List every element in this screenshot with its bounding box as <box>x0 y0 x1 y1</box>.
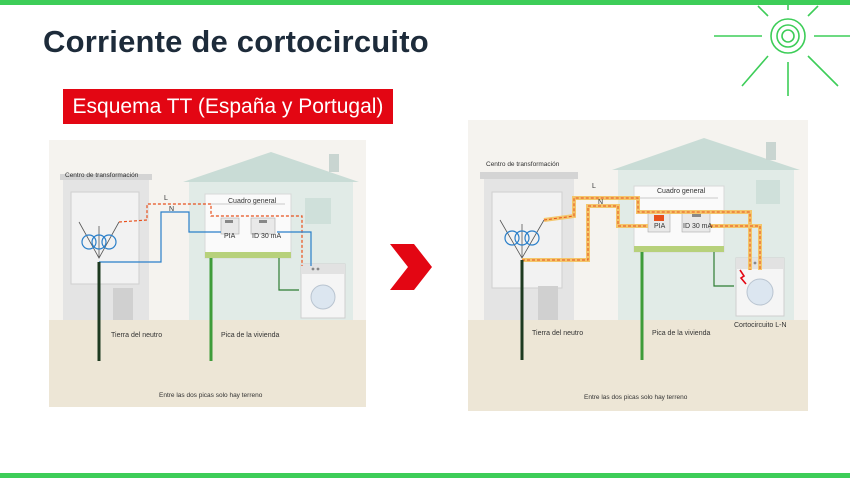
earth-house-label: Pica de la vivienda <box>221 332 280 339</box>
breaker-pia-label: PIA <box>654 223 666 230</box>
fault-label: Cortocircuito L-N <box>734 322 787 329</box>
earth-house-label: Pica de la vivienda <box>652 330 711 337</box>
chevron-right-icon <box>390 244 432 290</box>
line-l-label: L <box>592 183 596 190</box>
diagram-short-circuit: Centro de transformación Cuadro general … <box>468 120 808 411</box>
line-n-label: N <box>169 206 175 213</box>
breaker-id-label: ID 30 mA <box>252 233 282 240</box>
earth-neutral-label: Tierra del neutro <box>532 330 584 337</box>
bottom-accent-bar <box>0 473 850 478</box>
top-accent-bar <box>0 0 850 5</box>
slide-title: Corriente de cortocircuito <box>43 24 429 59</box>
diagram-short-circuit-drawing <box>468 138 808 411</box>
ground-note: Entre las dos picas solo hay terreno <box>584 394 688 401</box>
line-l-label: L <box>164 195 168 202</box>
breaker-id-label: ID 30 mA <box>683 223 713 230</box>
sun-rays-icon <box>714 0 850 96</box>
line-n-label: N <box>598 199 604 206</box>
transformer-label: Centro de transformación <box>486 161 560 168</box>
diagram-normal-drawing <box>49 152 366 407</box>
panel-label: Cuadro general <box>657 188 706 195</box>
ground-note: Entre las dos picas solo hay terreno <box>159 392 263 399</box>
diagram-normal: Centro de transformación Cuadro general … <box>49 140 366 407</box>
panel-label: Cuadro general <box>228 198 277 205</box>
scheme-badge: Esquema TT (España y Portugal) <box>63 89 393 124</box>
transformer-label: Centro de transformación <box>65 172 139 179</box>
breaker-pia-label: PIA <box>224 233 236 240</box>
earth-neutral-label: Tierra del neutro <box>111 332 163 339</box>
